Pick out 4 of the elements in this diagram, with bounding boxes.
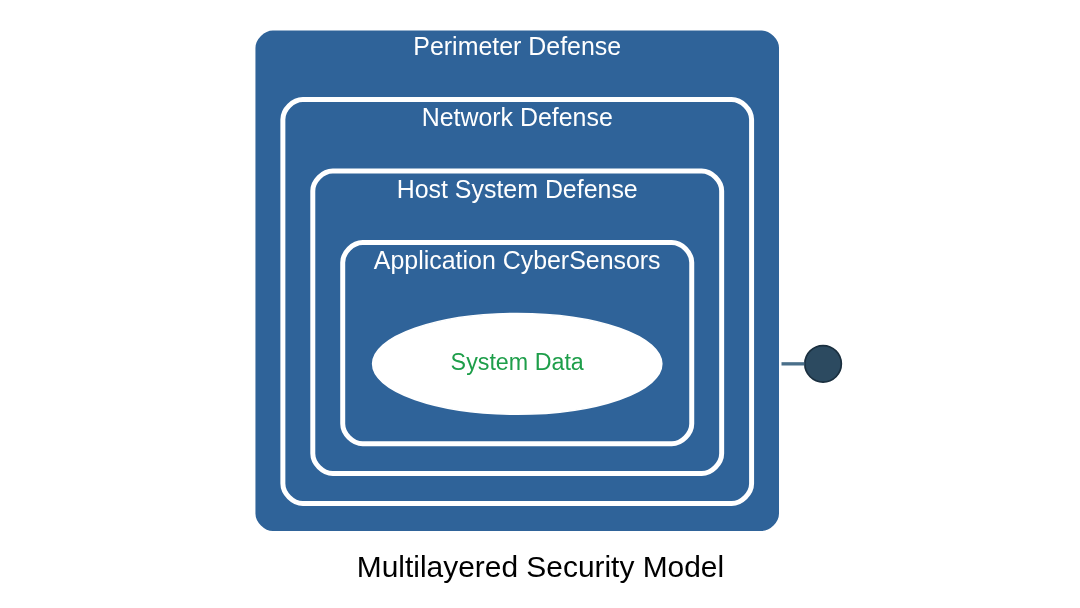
caption: Multilayered Security Model bbox=[356, 550, 724, 584]
connector bbox=[781, 362, 804, 366]
node-ellipse: System Data bbox=[371, 312, 663, 416]
node-circle bbox=[803, 344, 842, 383]
